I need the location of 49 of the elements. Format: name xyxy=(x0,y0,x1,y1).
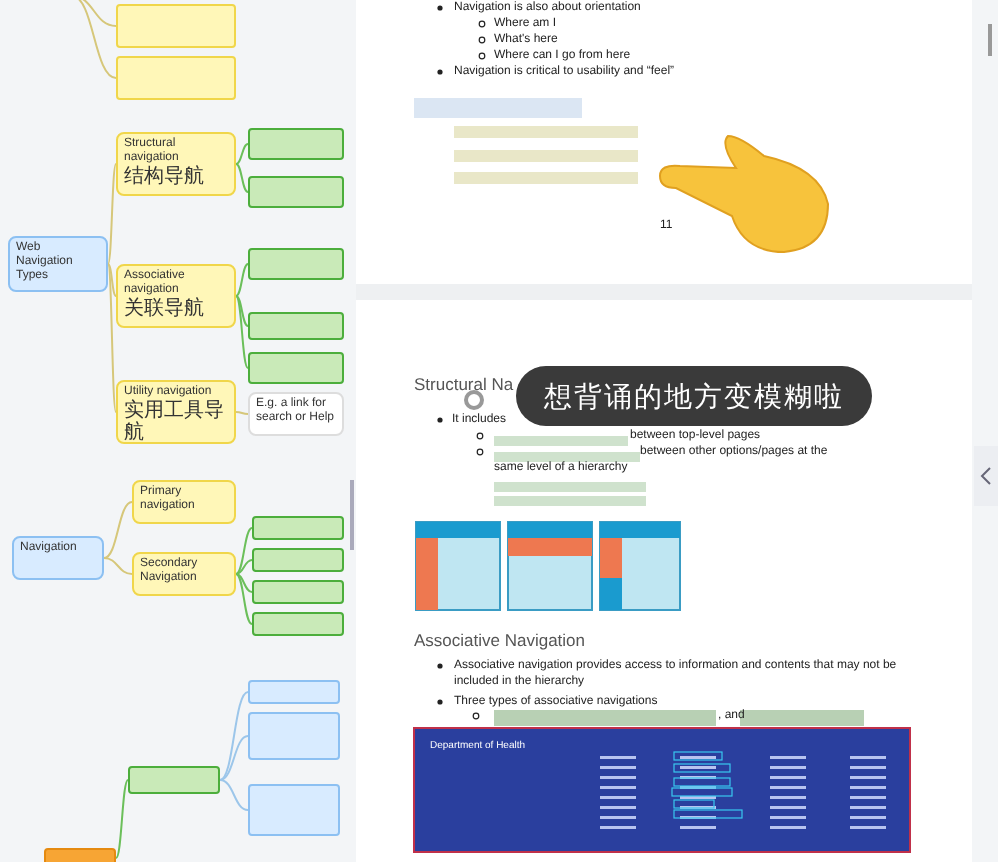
connector-line xyxy=(219,735,249,781)
empty-mind-map-node xyxy=(248,712,340,760)
empty-mind-map-node xyxy=(252,516,344,540)
connector-line xyxy=(103,501,133,559)
empty-mind-map-node xyxy=(248,312,344,340)
connector-line xyxy=(219,691,249,781)
overlay-caption: 想背诵的地方变模糊啦 xyxy=(516,366,872,427)
empty-mind-map-node xyxy=(252,580,344,604)
connector-line xyxy=(235,263,249,297)
connector-line xyxy=(235,573,253,593)
mind-map-node xyxy=(248,392,344,436)
section-heading: Structural Na xyxy=(414,374,514,397)
mind-map-node xyxy=(12,536,104,580)
node-text-chinese: 实用工具导航 xyxy=(124,399,226,442)
section-heading: Associative Navigation xyxy=(414,630,586,653)
connector-line xyxy=(107,263,117,297)
empty-mind-map-node xyxy=(252,548,344,572)
connector-line xyxy=(103,557,133,575)
connector-line xyxy=(235,295,249,369)
node-text-chinese: 结构导航 xyxy=(124,165,206,188)
empty-mind-map-node xyxy=(248,176,344,208)
empty-mind-map-node xyxy=(44,848,116,862)
empty-mind-map-node xyxy=(248,784,340,836)
mind-map-node xyxy=(132,552,236,596)
connector-line xyxy=(219,779,249,811)
mind-map-node xyxy=(8,236,108,292)
node-text-chinese: 关联导航 xyxy=(124,297,206,320)
mind-map-node xyxy=(116,264,236,328)
connector-line xyxy=(235,527,253,575)
empty-mind-map-node xyxy=(252,612,344,636)
empty-mind-map-node xyxy=(248,680,340,704)
empty-mind-map-node xyxy=(248,352,344,384)
connector-line xyxy=(235,163,249,193)
mind-map-node xyxy=(132,480,236,524)
empty-mind-map-node xyxy=(116,4,236,48)
connector-line xyxy=(235,411,249,415)
connector-line xyxy=(235,143,249,165)
connector-line xyxy=(235,559,253,575)
connector-line xyxy=(115,779,129,859)
connector-line xyxy=(107,263,117,413)
empty-mind-map-node xyxy=(128,766,220,794)
mind-map-node xyxy=(116,132,236,196)
connector-line xyxy=(107,163,117,265)
empty-mind-map-node xyxy=(116,56,236,100)
empty-mind-map-node xyxy=(248,248,344,280)
mind-map-node xyxy=(116,380,236,444)
empty-mind-map-node xyxy=(248,128,344,160)
connector-line xyxy=(235,573,253,625)
connector-line xyxy=(235,295,249,327)
